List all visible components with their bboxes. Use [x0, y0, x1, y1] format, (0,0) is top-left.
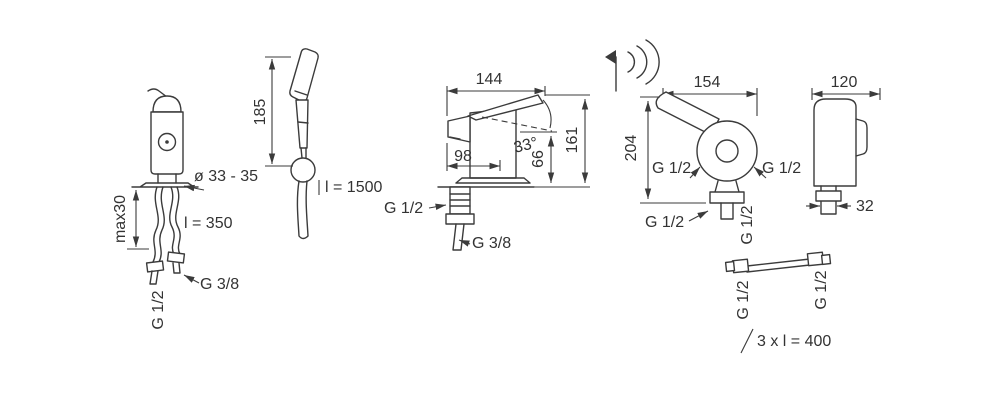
bidet-hose-right-nut: [166, 251, 186, 264]
side-outlet-nut: [815, 190, 842, 202]
bidet-cartridge: [152, 95, 182, 113]
dim-label-wall-g12-right: G 1/2: [762, 160, 801, 177]
dim-label-154: 154: [694, 74, 721, 91]
wall-mixer-spout: [655, 91, 720, 136]
dim-label-3x400: 3 x l = 400: [757, 333, 831, 350]
dim-label-120: 120: [831, 74, 858, 91]
dim-label-66: 66: [530, 150, 547, 168]
bidet-mixer-view: ø 33 - 35 max30 l = 350 G 3/8 G 1/2: [112, 88, 258, 330]
basin-supply-pipe: [452, 223, 465, 251]
diameter-leader: [183, 184, 205, 192]
basin-lever: [467, 94, 544, 121]
dim-label-diameter: ø 33 - 35: [194, 168, 258, 185]
dim-label-204: 204: [623, 135, 640, 162]
dim-label-98: 98: [454, 148, 472, 165]
hand-spray-view: 185 l = 1500: [252, 48, 382, 240]
dim-label-wall-g12-left: G 1/2: [652, 160, 691, 177]
bidet-neck: [157, 173, 177, 184]
wall-mixer-front-view: 154 204 G 1/2 G 1/2 G 1/2 G 1/2: [605, 39, 801, 245]
dim-label-wall-g12-outlet: G 1/2: [739, 205, 756, 244]
spray-hose-loop: [290, 157, 316, 183]
wall-mixer-body: [696, 120, 758, 182]
basin-base: [437, 177, 535, 188]
wall-mixer-side-view: 120 32: [806, 74, 881, 215]
dim-label-basin-g38: G 3/8: [472, 235, 511, 252]
lever-angle-line: [481, 116, 553, 132]
basin-spout: [447, 115, 471, 143]
dim-label-hose-1500: l = 1500: [325, 179, 382, 196]
wall-mixer-outlet-neck: [714, 180, 740, 193]
wall-mixer-knob: [715, 139, 739, 163]
spray-hose: [296, 180, 309, 240]
dim-label-g12: G 1/2: [150, 290, 167, 329]
bidet-hose-left: [152, 186, 159, 263]
basin-mixer-view: 144 33° 98 66 161 G 1/2 G 3/8: [384, 71, 590, 252]
dim-label-wall-g12-bottom: G 1/2: [645, 214, 684, 231]
connection-hoses-view: G 1/2 G 1/2 3 x l = 400: [724, 251, 831, 354]
dim-label-185: 185: [252, 99, 269, 126]
wall-mixer-outlet-stub: [720, 202, 734, 220]
hose-count-leader: [740, 328, 754, 354]
bidet-base: [131, 182, 199, 188]
side-profile: [813, 98, 868, 187]
bidet-hose-left-nut: [145, 260, 165, 273]
dim-label-hose-350: l = 350: [184, 215, 233, 232]
bidet-emblem: [157, 132, 177, 152]
dim-label-hose-g12-left: G 1/2: [735, 280, 752, 319]
dim-label-33deg: 33°: [512, 134, 540, 156]
connection-hose: [746, 258, 811, 273]
dim-label-basin-g12: G 1/2: [384, 200, 423, 217]
dim-label-hose-g12-right: G 1/2: [813, 270, 830, 309]
spray-handle: [295, 99, 309, 149]
hose-nut-right: [806, 251, 825, 267]
bidet-lever: [147, 88, 168, 98]
basin-stem-nut: [445, 213, 475, 225]
dim-label-32: 32: [856, 198, 874, 215]
dim-label-max30: max30: [112, 195, 129, 243]
dim-label-144: 144: [476, 71, 503, 88]
wireless-signal-icon: [605, 39, 660, 92]
dim-label-161: 161: [564, 127, 581, 154]
dim-label-g38: G 3/8: [200, 276, 239, 293]
wall-mixer-outlet-nut: [709, 191, 745, 204]
bidet-emblem-dot: [165, 140, 169, 144]
bidet-hose-right: [169, 186, 175, 255]
